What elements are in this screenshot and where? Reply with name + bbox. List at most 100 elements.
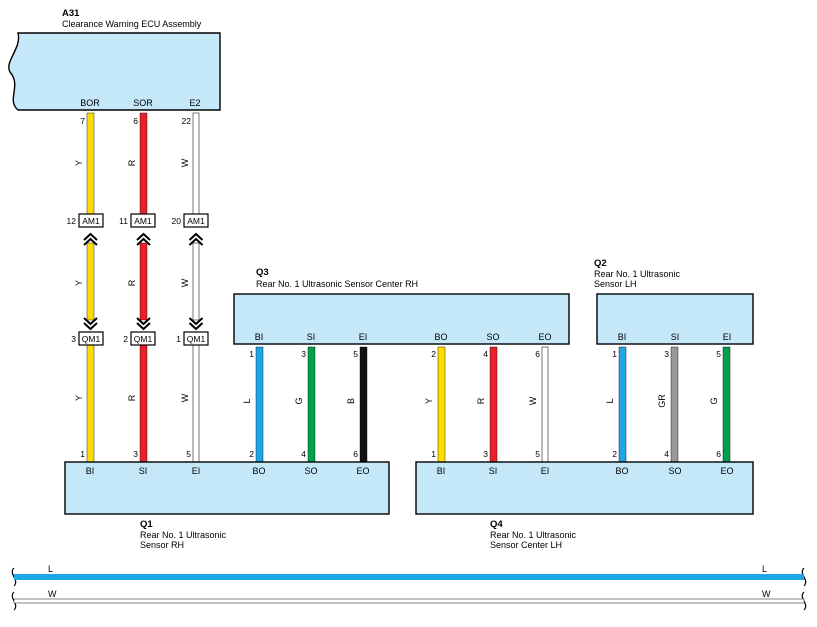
connector-am1-label-3: AM1 (187, 216, 205, 226)
a31-pin-num-bor: 7 (80, 116, 85, 126)
a31-pin-label-sor: SOR (133, 98, 153, 108)
wire-code-q2-q4-si: GR (657, 394, 667, 408)
q4-pin-label-bi: BI (437, 466, 446, 476)
q1-pin-num-bi: 1 (80, 449, 85, 459)
q2-pin-label-bi: BI (618, 332, 627, 342)
connector-am1-chevron-icon-1 (83, 232, 98, 246)
wire-code-q3-q1-bi: L (242, 398, 252, 403)
connector-am1: AM1 AM1 AM1 12 11 20 (67, 213, 209, 246)
wire-code-qm1-q1-ei: W (180, 393, 190, 402)
wire-code-q3-q4-so: R (476, 397, 486, 404)
wire-code-qm1-q1-bi: Y (74, 395, 84, 401)
wire-a31-am1-sor (139, 112, 148, 216)
connector-am1-chevron-icon-3 (188, 232, 204, 246)
wire-q3-q4-so (489, 346, 498, 463)
q2-pin-num-si: 3 (664, 349, 669, 359)
legend-label-w-right: W (762, 589, 771, 599)
q4-pin-label-so: SO (668, 466, 681, 476)
connector-am1-box-3 (183, 213, 209, 228)
wires-left-group: Y R W Y R W Y R W 7 6 22 (74, 112, 200, 463)
wire-a31-am1-e2 (192, 112, 200, 216)
wire-code-q3-q4-eo: W (528, 396, 538, 405)
q1-pin-num-ei: 5 (186, 449, 191, 459)
connector-am1-chevron-icon-2 (136, 232, 151, 246)
q1-name-line-2: Sensor RH (140, 540, 184, 550)
q4-name-line-1: Rear No. 1 Ultrasonic (490, 530, 577, 540)
wire-qm1-q1-ei (192, 344, 200, 463)
a31-pin-label-e2: E2 (189, 98, 200, 108)
connector-qm1-label-2: QM1 (134, 334, 153, 344)
q3-pin-num-so: 4 (483, 349, 488, 359)
q4-pin-label-bo: BO (615, 466, 628, 476)
component-q2: Q2 Rear No. 1 Ultrasonic Sensor LH BI SI… (594, 258, 754, 345)
q1-pin-num-eo: 6 (353, 449, 358, 459)
q3-pin-num-bo: 2 (431, 349, 436, 359)
wire-code-am1-qm1-bor: Y (74, 280, 84, 286)
q1-code: Q1 (140, 519, 153, 530)
q4-pin-num-bo: 2 (612, 449, 617, 459)
q2-pin-label-si: SI (671, 332, 680, 342)
q3-code: Q3 (256, 267, 269, 278)
connector-am1-pin-sor: 11 (119, 216, 128, 226)
legend-label-l-left: L (48, 564, 53, 574)
q1-box (64, 461, 390, 515)
wire-qm1-q1-bi (86, 344, 95, 463)
q2-pin-num-bi: 1 (612, 349, 617, 359)
wire-am1-qm1-bor (86, 242, 95, 321)
q4-pin-label-si: SI (489, 466, 498, 476)
wire-code-a31-am1-sor: R (127, 159, 137, 166)
wire-q3-q1-bi (255, 346, 264, 463)
q1-pin-label-so: SO (304, 466, 317, 476)
wire-q2-q4-bi (618, 346, 627, 463)
q4-code: Q4 (490, 519, 503, 530)
q2-pin-num-ei: 5 (716, 349, 721, 359)
q4-pin-num-bi: 1 (431, 449, 436, 459)
wire-q3-q4-bo (437, 346, 446, 463)
q2-pin-label-ei: EI (723, 332, 732, 342)
q1-pin-label-eo: EO (356, 466, 369, 476)
legend-label-w-left: W (48, 589, 57, 599)
wire-code-qm1-q1-si: R (127, 394, 137, 401)
legend-line-l (14, 574, 804, 580)
q1-pin-label-bi: BI (86, 466, 95, 476)
q2-name-line-1: Rear No. 1 Ultrasonic (594, 269, 681, 279)
connector-am1-box-2 (130, 213, 156, 228)
q1-pin-num-so: 4 (301, 449, 306, 459)
a31-pin-num-sor: 6 (133, 116, 138, 126)
wire-code-am1-qm1-sor: R (127, 279, 137, 286)
wire-q3-q1-ei (359, 346, 368, 463)
wires-right-group: L G B Y R W L GR G 1 3 5 2 4 6 1 3 5 (242, 346, 731, 463)
wire-a31-am1-bor (86, 112, 95, 216)
connector-qm1-chevron-icon-1 (83, 317, 98, 331)
wire-qm1-q1-si (139, 344, 148, 463)
q3-pin-label-bi: BI (255, 332, 264, 342)
q4-box (415, 461, 754, 515)
wire-code-a31-am1-e2: W (180, 158, 190, 167)
q2-box (596, 293, 754, 345)
q3-pin-num-si: 3 (301, 349, 306, 359)
q4-pin-label-eo: EO (720, 466, 733, 476)
q3-pin-label-ei: EI (359, 332, 368, 342)
q1-pin-label-si: SI (139, 466, 148, 476)
wire-q2-q4-si (670, 346, 679, 463)
q3-pin-num-ei: 5 (353, 349, 358, 359)
wire-code-a31-am1-bor: Y (74, 160, 84, 166)
q3-name: Rear No. 1 Ultrasonic Sensor Center RH (256, 279, 418, 289)
q4-pin-num-so: 4 (664, 449, 669, 459)
q1-pin-num-si: 3 (133, 449, 138, 459)
q3-box (233, 293, 570, 345)
connector-qm1-box-1 (78, 331, 104, 346)
a31-name: Clearance Warning ECU Assembly (62, 19, 202, 29)
q3-pin-num-eo: 6 (535, 349, 540, 359)
q1-pin-num-bo: 2 (249, 449, 254, 459)
q2-code: Q2 (594, 258, 607, 269)
a31-code: A31 (62, 8, 80, 19)
connector-qm1-chevron-icon-3 (188, 317, 204, 331)
component-q1: 1 3 5 2 4 6 BI SI EI BO SO EO Q1 Rear No… (64, 449, 390, 550)
connector-am1-pin-bor: 12 (67, 216, 77, 226)
q4-pin-num-eo: 6 (716, 449, 721, 459)
q4-name-line-2: Sensor Center LH (490, 540, 562, 550)
connector-am1-label-2: AM1 (134, 216, 152, 226)
wire-am1-qm1-sor (139, 242, 148, 321)
